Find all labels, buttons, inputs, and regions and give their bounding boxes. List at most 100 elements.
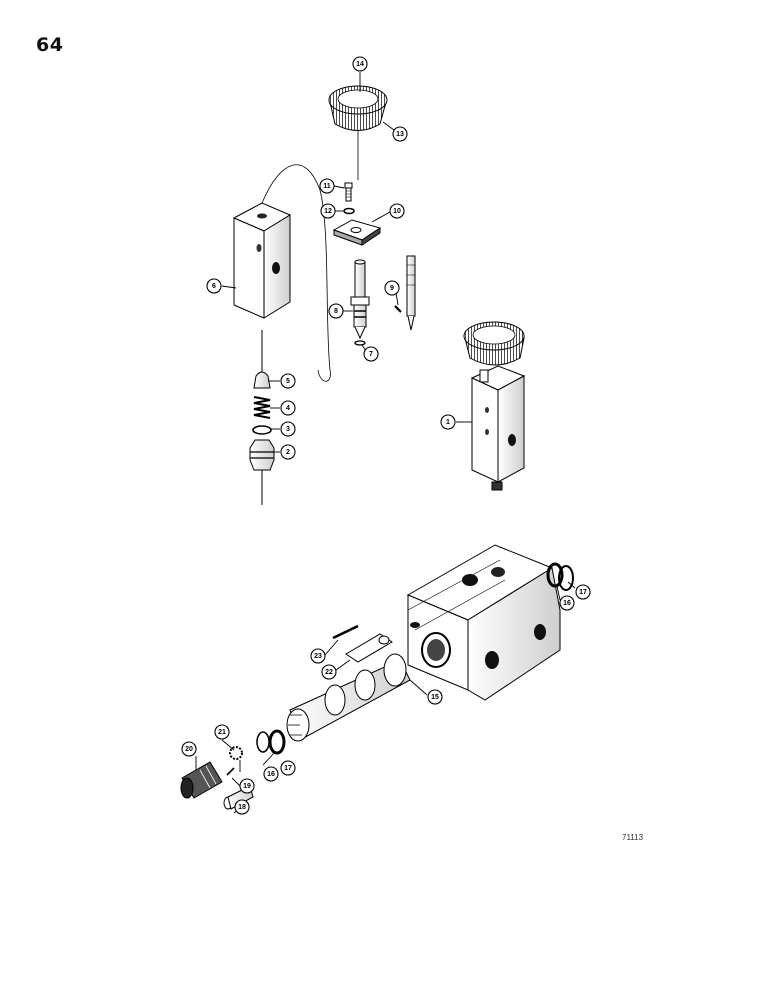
callout-label: 17 bbox=[579, 589, 587, 596]
callout-circle bbox=[280, 421, 296, 437]
star-washer-part bbox=[229, 746, 243, 760]
callout-circle bbox=[352, 56, 368, 72]
callout-label: 21 bbox=[218, 729, 226, 736]
callout-circle bbox=[206, 278, 222, 294]
seal-ring-part bbox=[252, 425, 272, 435]
callout-circle bbox=[280, 400, 296, 416]
callout-circle bbox=[389, 203, 405, 219]
callout-circle bbox=[234, 799, 250, 815]
callout-circle bbox=[280, 444, 296, 460]
callout-4: 4 bbox=[280, 400, 296, 416]
callout-circle bbox=[384, 280, 400, 296]
callout-label: 14 bbox=[356, 61, 364, 68]
callout-16: 16 bbox=[263, 766, 279, 782]
callout-16: 16 bbox=[559, 595, 575, 611]
valve-assembly-part bbox=[463, 321, 526, 491]
link-part bbox=[345, 633, 393, 663]
callout-13: 13 bbox=[392, 126, 408, 142]
callout-9: 9 bbox=[384, 280, 400, 296]
bolt-part bbox=[344, 182, 353, 202]
callout-label: 18 bbox=[238, 804, 246, 811]
callout-label: 8 bbox=[334, 308, 338, 315]
callout-label: 4 bbox=[286, 405, 290, 412]
snap-ring-upper-part bbox=[546, 562, 574, 591]
pin-part bbox=[332, 624, 359, 640]
callout-circle bbox=[427, 689, 443, 705]
page-number: 64 bbox=[36, 34, 64, 56]
callout-label: 17 bbox=[284, 765, 292, 772]
callout-21: 21 bbox=[214, 724, 230, 740]
callout-circle bbox=[181, 741, 197, 757]
callout-7: 7 bbox=[363, 346, 379, 362]
plate-part bbox=[332, 219, 382, 246]
shaft-rod-part bbox=[406, 255, 416, 331]
callout-19: 19 bbox=[239, 778, 255, 794]
callout-label: 1 bbox=[446, 419, 450, 426]
callout-23: 23 bbox=[310, 648, 326, 664]
callout-11: 11 bbox=[319, 178, 335, 194]
callout-circle bbox=[328, 303, 344, 319]
callout-label: 20 bbox=[185, 746, 193, 753]
adapter-fitting-part bbox=[249, 439, 275, 505]
callout-22: 22 bbox=[321, 664, 337, 680]
callout-label: 15 bbox=[431, 694, 439, 701]
callout-circle bbox=[280, 373, 296, 389]
callout-label: 7 bbox=[369, 351, 373, 358]
callout-circle bbox=[214, 724, 230, 740]
callout-circle bbox=[320, 203, 336, 219]
callout-circle bbox=[310, 648, 326, 664]
callout-10: 10 bbox=[389, 203, 405, 219]
leader-lines bbox=[195, 72, 576, 814]
callout-14: 14 bbox=[352, 56, 368, 72]
callout-circle bbox=[280, 760, 296, 776]
figure-code: 71113 bbox=[622, 833, 644, 842]
control-valve-body-part bbox=[406, 544, 561, 701]
roll-pin-part bbox=[394, 305, 402, 313]
callout-17: 17 bbox=[280, 760, 296, 776]
callout-20: 20 bbox=[181, 741, 197, 757]
callout-15: 15 bbox=[427, 689, 443, 705]
snap-ring-lower-part bbox=[256, 729, 286, 755]
callout-label: 11 bbox=[323, 183, 331, 190]
valve-stem-part bbox=[350, 259, 370, 340]
callout-circle bbox=[363, 346, 379, 362]
spool-part bbox=[286, 653, 411, 742]
spool-cap-part bbox=[180, 761, 223, 799]
callout-circle bbox=[319, 178, 335, 194]
callout-label: 12 bbox=[324, 208, 332, 215]
callout-18: 18 bbox=[234, 799, 250, 815]
o-ring-part bbox=[354, 340, 366, 346]
callout-12: 12 bbox=[320, 203, 336, 219]
callout-circle bbox=[575, 584, 591, 600]
callout-circle bbox=[440, 414, 456, 430]
callout-label: 23 bbox=[314, 653, 322, 660]
callout-label: 6 bbox=[212, 283, 216, 290]
callout-label: 16 bbox=[563, 600, 571, 607]
callout-circle bbox=[321, 664, 337, 680]
spring-part bbox=[253, 396, 271, 419]
check-ball-part bbox=[253, 371, 271, 389]
callout-circle bbox=[263, 766, 279, 782]
callout-circle bbox=[559, 595, 575, 611]
callout-3: 3 bbox=[280, 421, 296, 437]
callout-label: 19 bbox=[243, 783, 251, 790]
callout-label: 10 bbox=[393, 208, 401, 215]
callout-circle bbox=[392, 126, 408, 142]
callout-label: 13 bbox=[396, 131, 404, 138]
callout-label: 22 bbox=[325, 669, 333, 676]
callout-label: 9 bbox=[390, 285, 394, 292]
callout-8: 8 bbox=[328, 303, 344, 319]
callout-1: 1 bbox=[440, 414, 456, 430]
callout-label: 2 bbox=[286, 449, 290, 456]
callout-label: 5 bbox=[286, 378, 290, 385]
callout-2: 2 bbox=[280, 444, 296, 460]
lock-washer-part bbox=[343, 207, 355, 215]
callout-circle bbox=[239, 778, 255, 794]
callout-6: 6 bbox=[206, 278, 222, 294]
callout-5: 5 bbox=[280, 373, 296, 389]
valve-body-part bbox=[232, 164, 331, 382]
callout-label: 3 bbox=[286, 426, 290, 433]
cotter-pin-part bbox=[226, 767, 235, 776]
callout-17: 17 bbox=[575, 584, 591, 600]
